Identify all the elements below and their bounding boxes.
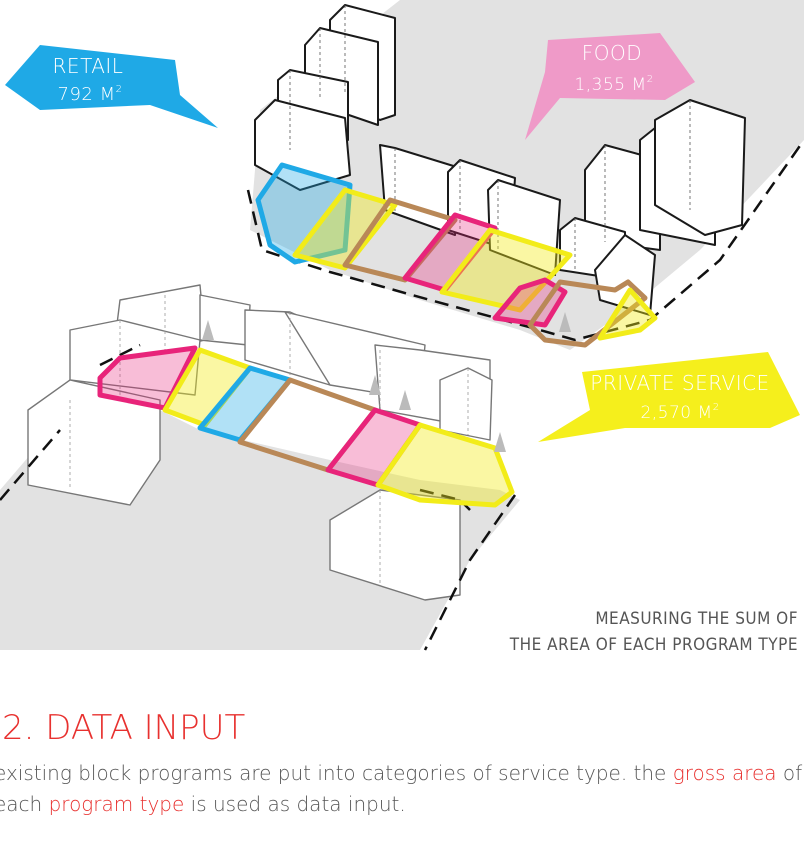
food-label: FOOD <box>582 41 642 65</box>
retail-area: 792 M2 <box>58 84 123 105</box>
private-service-area: 2,570 M2 <box>640 402 719 423</box>
food-area: 1,355 M2 <box>574 74 653 95</box>
upper-private-zone-2 <box>439 227 573 313</box>
private-service-callout: PRIVATE SERVICE 2,570 M2 <box>538 352 800 442</box>
lower-program-overlays <box>97 345 515 508</box>
upper-block-buildings <box>254 4 746 316</box>
food-callout-bubble <box>525 33 695 140</box>
retail-callout-bubble <box>5 45 218 128</box>
food-callout: FOOD 1,355 M2 <box>525 33 695 140</box>
upper-retail-zone <box>255 162 353 265</box>
lower-block-outline <box>0 343 517 651</box>
tree-icon <box>369 375 381 395</box>
description-text-3: is used as data input. <box>184 792 406 816</box>
retail-callout: RETAIL 792 M2 <box>5 45 218 128</box>
caption-line-1: MEASURING THE SUM OF <box>595 609 798 629</box>
section-heading: 2. DATA INPUT <box>2 708 246 748</box>
tree-icon <box>494 432 506 452</box>
highlight-program-type: program type <box>48 792 185 816</box>
upper-food-zone-2 <box>492 277 568 328</box>
highlight-gross-area: gross area <box>672 761 777 785</box>
section-description: existing block programs are put into cat… <box>0 758 804 820</box>
lower-block-buildings <box>27 284 493 601</box>
private-service-label: PRIVATE SERVICE <box>590 371 769 395</box>
tree-icon <box>202 320 214 340</box>
upper-other-zone-2 <box>527 279 648 348</box>
tree-icon <box>399 390 411 410</box>
tree-icons <box>202 312 571 452</box>
description-text-1: existing block programs are put into cat… <box>0 761 673 785</box>
retail-label: RETAIL <box>53 54 124 78</box>
lower-private-zone-2 <box>375 422 515 508</box>
lower-food-zone-1 <box>97 345 198 411</box>
caption-line-2: THE AREA OF EACH PROGRAM TYPE <box>509 635 798 655</box>
description-text-2: of each <box>0 761 803 816</box>
upper-program-overlays <box>255 162 658 348</box>
private-service-callout-bubble <box>538 352 800 442</box>
upper-private-zone-3 <box>597 287 658 341</box>
diagram-caption: MEASURING THE SUM OF THE AREA OF EACH PR… <box>478 606 798 658</box>
upper-private-zone-1 <box>292 187 398 271</box>
program-diagram: RETAIL 792 M2 FOOD 1,355 M2 PRIVATE SERV… <box>0 0 804 651</box>
tree-icon <box>559 312 571 332</box>
